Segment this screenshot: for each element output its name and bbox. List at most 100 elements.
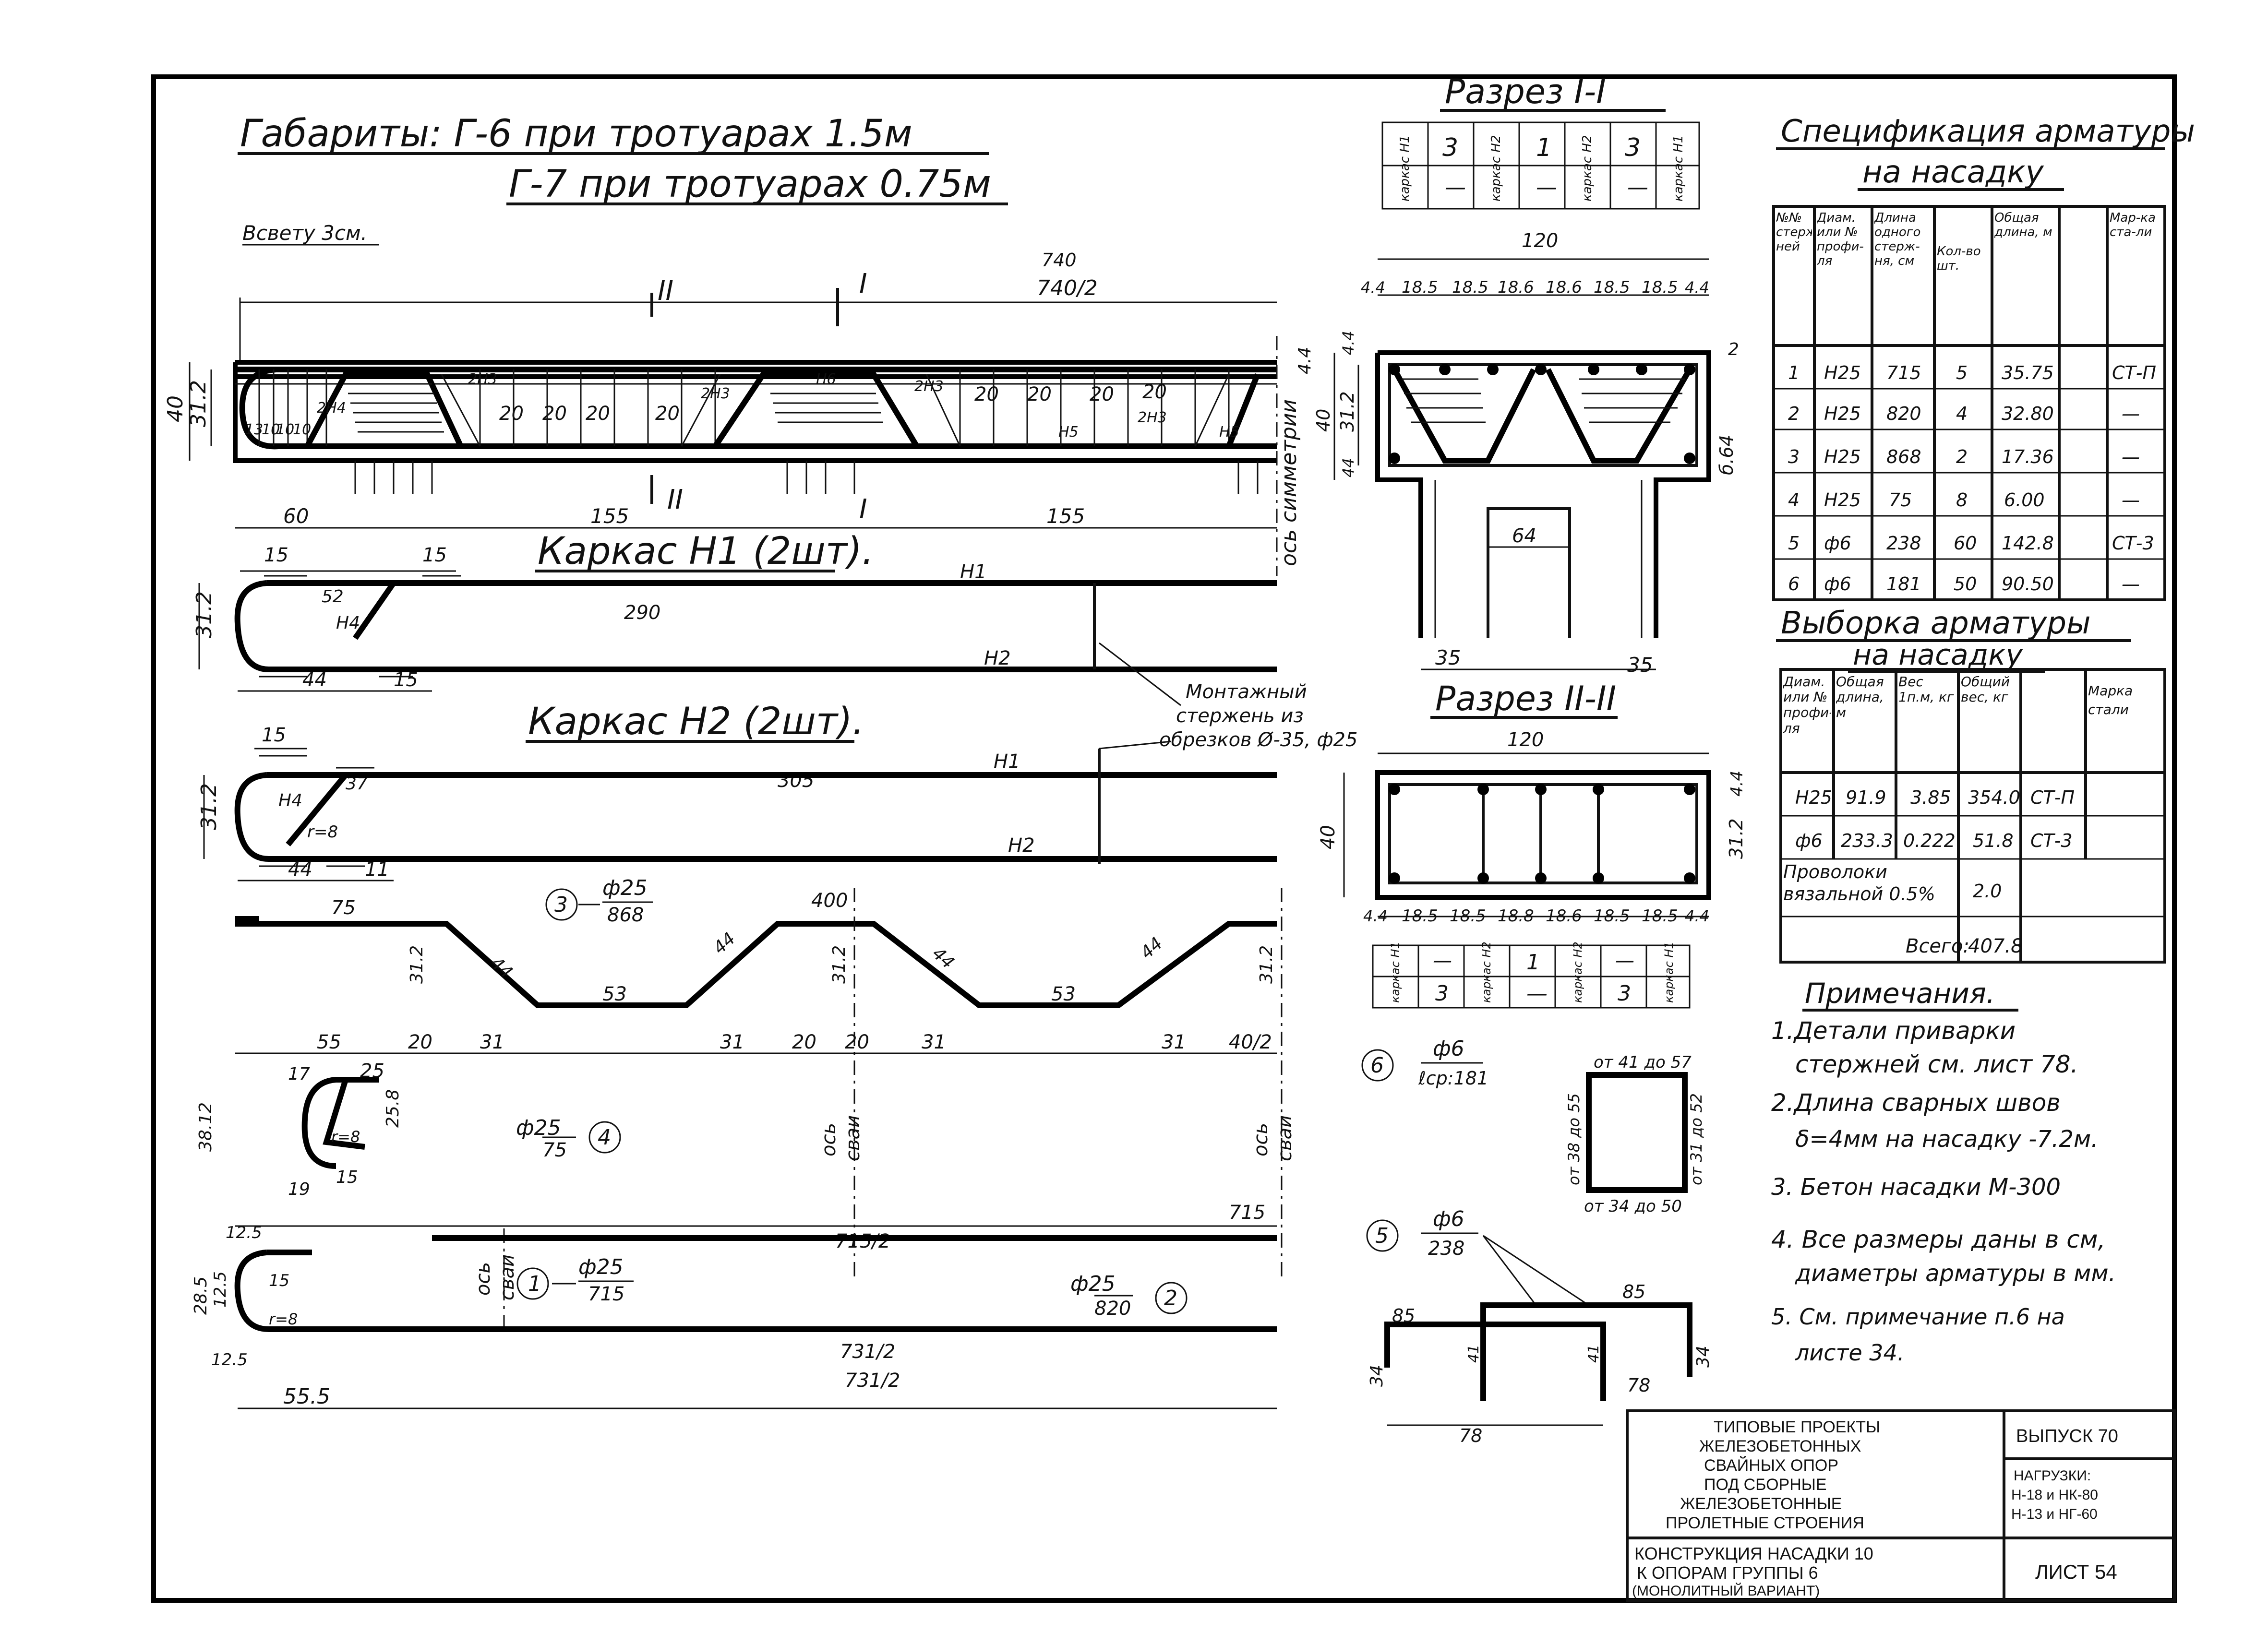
dim-740: 740 xyxy=(1042,250,1077,271)
axis-svai-3: сваи xyxy=(496,1254,518,1300)
karkas-n1: Каркас Н1 (2шт). 15 15 290 52 Н4 Н1 Н2 3… xyxy=(192,530,1277,692)
stamp-vypusk: ВЫПУСК 70 xyxy=(2016,1426,2118,1446)
bar1-d731b: 731/2 xyxy=(845,1370,900,1392)
spec-r4-c1: ф6 xyxy=(1824,533,1851,554)
section-II-II: Разрез II-II 120 40 31.2 4.4 4.4 18.5 18… xyxy=(1317,679,1747,1009)
vyb-h-2: Вес 1п.м, кг xyxy=(1898,674,1954,705)
bar2-num: 2 xyxy=(1164,1286,1177,1310)
stamp-m1: КОНСТРУКЦИЯ НАСАДКИ 10 xyxy=(1634,1544,1873,1563)
vyborka-table: Выборка арматуры на насадку Диам. или № … xyxy=(1776,606,2166,964)
spec-title-1: Спецификация арматуры xyxy=(1781,114,2195,149)
section-mark-I-bottom: I xyxy=(859,494,867,525)
elev-h-4-4: 4.4 xyxy=(1295,347,1315,374)
montazh-line-3: обрезков Ø-35, ф25 xyxy=(1159,729,1357,751)
spec-r2-c1: Н25 xyxy=(1824,446,1861,467)
vyb-r0-c3: 354.0 xyxy=(1968,787,2020,808)
bar4-d15: 15 xyxy=(336,1167,358,1187)
s2-dim-2: 18.5 xyxy=(1450,906,1486,926)
spec-r2-c3: 2 xyxy=(1956,446,1968,467)
s2-bt2-1: 3 xyxy=(1435,981,1449,1006)
bar5-d85b: 85 xyxy=(1622,1281,1645,1302)
s2-dim-4: 18.6 xyxy=(1546,906,1582,926)
spec-r0-c3: 5 xyxy=(1956,362,1968,383)
note-4: 4. Все размеры даны в см, xyxy=(1771,1226,2105,1253)
s2-bt-5: — xyxy=(1615,950,1634,972)
elev-dim-155a: 155 xyxy=(590,504,629,528)
notes: Примечания. 1.Детали приварки стержней с… xyxy=(1771,977,2116,1366)
bar1-num: 1 xyxy=(528,1272,541,1296)
bar5-d41b: 41 xyxy=(1585,1345,1602,1363)
spec-r4-c4: 142.8 xyxy=(2002,533,2054,554)
bar3-h31a: 31.2 xyxy=(407,945,427,984)
axis-os-1: ось xyxy=(818,1123,840,1156)
bar-4: 25 25.8 38.12 17 r=8 15 19 ф25 75 4 xyxy=(196,1060,621,1199)
bar-5: 5 ф6 238 85 85 34 34 41 41 78 78 xyxy=(1366,1207,1713,1446)
spec-r3-c5: — xyxy=(2122,489,2140,511)
bar6-t2: от 38 до 55 xyxy=(1565,1093,1583,1185)
elev-label-2n3d: 2Н3 xyxy=(1138,409,1167,426)
stamp-l3: СВАЙНЫХ ОПОР xyxy=(1704,1456,1838,1475)
elevation-view: II I 740 740/2 xyxy=(163,250,1315,576)
bar5-d41a: 41 xyxy=(1465,1345,1482,1363)
bar2-dia: ф25 xyxy=(1070,1272,1116,1296)
elev-h-40: 40 xyxy=(163,395,188,422)
axis-os-3: ось xyxy=(472,1262,494,1296)
bar4-dia: ф25 xyxy=(516,1116,561,1140)
s2-dim-7: 4.4 xyxy=(1685,907,1709,925)
bar5-d78b: 78 xyxy=(1459,1425,1482,1446)
elev-label-13: 13 xyxy=(245,421,263,438)
spec-r2-c4: 17.36 xyxy=(2002,446,2054,467)
stamp-m2: К ОПОРАМ ГРУППЫ 6 xyxy=(1637,1563,1818,1583)
bar6-num: 6 xyxy=(1370,1053,1384,1078)
s1-tt-0: каркас Н1 xyxy=(1398,135,1412,202)
stamp-m3: (МОНОЛИТНЫЙ ВАРИАНТ) xyxy=(1632,1583,1820,1599)
vyborka-title-1: Выборка арматуры xyxy=(1781,606,2091,641)
k2-d44: 44 xyxy=(288,858,312,881)
s2-dim-5: 18.5 xyxy=(1594,906,1630,926)
bar-3: 3 ф25 868 75 400 44 44 44 44 53 53 31.2 … xyxy=(235,876,1277,1054)
elev-label-n5a: Н5 xyxy=(1058,424,1079,441)
spec-r0-c2: 715 xyxy=(1886,362,1921,383)
axis-os-2: ось xyxy=(1250,1123,1272,1156)
bar1-d715: 715 xyxy=(1229,1202,1265,1224)
stamp-nagr2: Н-18 и НК-80 xyxy=(2011,1487,2098,1503)
bar3-h31b: 31.2 xyxy=(829,945,849,984)
elev-label-n5b: Н5 xyxy=(1219,424,1239,441)
gabarity-header: Габариты: Г-6 при тротуарах 1.5м Г-7 при… xyxy=(238,112,1008,246)
spec-h-0: №№ стерж-ней xyxy=(1776,211,1812,254)
bar4-d19: 19 xyxy=(288,1179,310,1199)
spec-r3-c0: 4 xyxy=(1788,489,1800,511)
vyb-r1-c0: ф6 xyxy=(1795,830,1823,851)
k1-hook: Н4 xyxy=(336,613,360,633)
bar3-bot-31c: 31 xyxy=(922,1031,946,1053)
spec-r4-c3: 60 xyxy=(1954,533,1977,554)
s1-h31-2: 31.2 xyxy=(1337,391,1358,432)
note-5b: листе 34. xyxy=(1795,1340,1904,1366)
vyb-wire-val: 2.0 xyxy=(1973,881,2002,902)
cell-20-5: 20 xyxy=(974,383,999,405)
s1-tt-2: каркас Н2 xyxy=(1489,135,1503,202)
s1-tt-5: 3 xyxy=(1625,133,1641,162)
k2-n1: Н1 xyxy=(994,751,1020,773)
s2-dim-6: 18.5 xyxy=(1642,906,1678,926)
spec-r5-c4: 90.50 xyxy=(2002,573,2054,595)
s2-dim-0: 4.4 xyxy=(1363,907,1388,925)
elev-label-10b: 10 xyxy=(276,421,294,438)
k1-d15c: 15 xyxy=(394,669,418,691)
section-I-I: Разрез I-I каркас Н1 3 каркас Н2 1 карка… xyxy=(1313,72,1739,677)
stamp-nagr3: Н-13 и НГ-60 xyxy=(2011,1506,2098,1522)
s1-dim-4: 18.6 xyxy=(1546,278,1582,297)
notes-title: Примечания. xyxy=(1805,977,1995,1010)
s2-bt-0: каркас Н1 xyxy=(1389,941,1402,1003)
k1-d15a: 15 xyxy=(264,544,288,566)
s1-dim-5: 18.5 xyxy=(1594,278,1630,297)
axis-symmetry-label: ось симметрии xyxy=(1277,399,1301,566)
k1-d290: 290 xyxy=(624,602,660,624)
bar1-d12-5c: 12.5 xyxy=(211,1350,248,1370)
montazh-line-2: стержень из xyxy=(1176,705,1304,727)
section-mark-II: II xyxy=(658,275,673,307)
stamp-l2: ЖЕЛЕЗОБЕТОННЫХ xyxy=(1699,1437,1861,1455)
bar-6: 6 ф6 ℓср:181 от 41 до 57 от 38 до 55 от … xyxy=(1361,1036,1705,1216)
bar5-d34b: 34 xyxy=(1693,1346,1713,1368)
